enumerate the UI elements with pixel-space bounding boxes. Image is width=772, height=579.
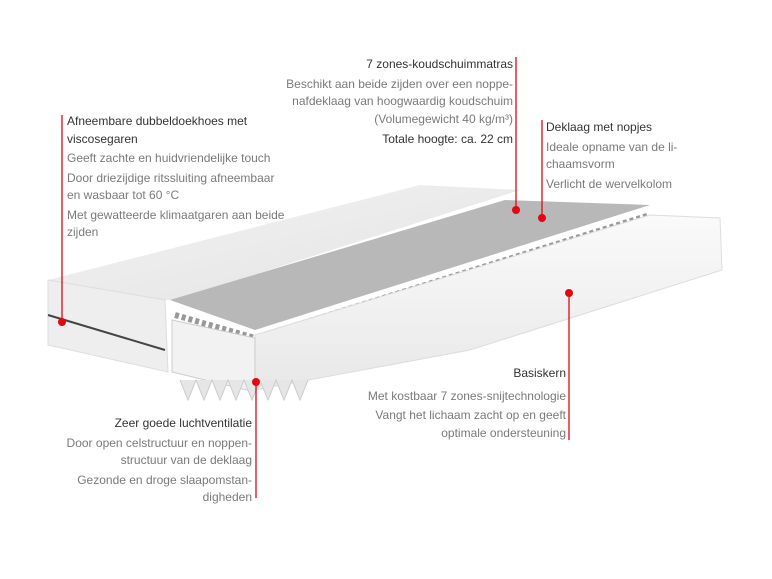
callout-text: Vangt het lichaam zacht op en geeft opti… — [375, 408, 566, 440]
callout-title: Zeer goede luchtventilatie — [114, 416, 252, 430]
callout-text: Met gewatteerde klimaatgaren aan beide z… — [67, 207, 285, 240]
callout-title: Basiskern — [513, 366, 566, 380]
callout-core: Basiskern Met kostbaar 7 zones-snijtechn… — [366, 365, 566, 442]
mattress-cover — [47, 185, 520, 373]
callout-text: Geeft zachte en huidvriendelijke touch — [67, 151, 271, 165]
callout-zones: 7 zones-koudschuimmatras Beschikt aan be… — [283, 56, 513, 149]
callout-title: 7 zones-koudschuimmatras — [366, 57, 513, 71]
callout-text: Verlicht de wervelkolom — [546, 176, 673, 191]
callout-toplayer: Deklaag met nopjes Ideale opname van de … — [546, 119, 686, 193]
callout-text: Door open celstructuur en noppen-structu… — [66, 435, 252, 468]
callout-lines — [61, 57, 570, 498]
callout-text: Met kostbaar 7 zones-snijtechnologie — [367, 388, 566, 403]
callout-title: Deklaag met nopjes — [546, 120, 653, 134]
callout-text: Door driezijdige ritssluiting afneembaar… — [67, 170, 275, 203]
callout-dots — [58, 206, 573, 386]
callout-text: Gezonde en droge slaapomstan-digheden — [77, 472, 252, 505]
foam-core — [171, 214, 723, 402]
callout-title: Afneembare dubbeldoekhoes met viscosegar… — [67, 114, 248, 146]
callout-text: Beschikt aan beide zijden over een noppe… — [286, 76, 513, 126]
callout-ventilation: Zeer goede luchtventilatie Door open cel… — [58, 415, 252, 507]
callout-cover: Afneembare dubbeldoekhoes met viscosegar… — [67, 113, 287, 242]
callout-text: Ideale opname van de li-chaamsvorm — [546, 139, 678, 172]
total-height: Totale hoogte: ca. 22 cm — [382, 132, 513, 146]
